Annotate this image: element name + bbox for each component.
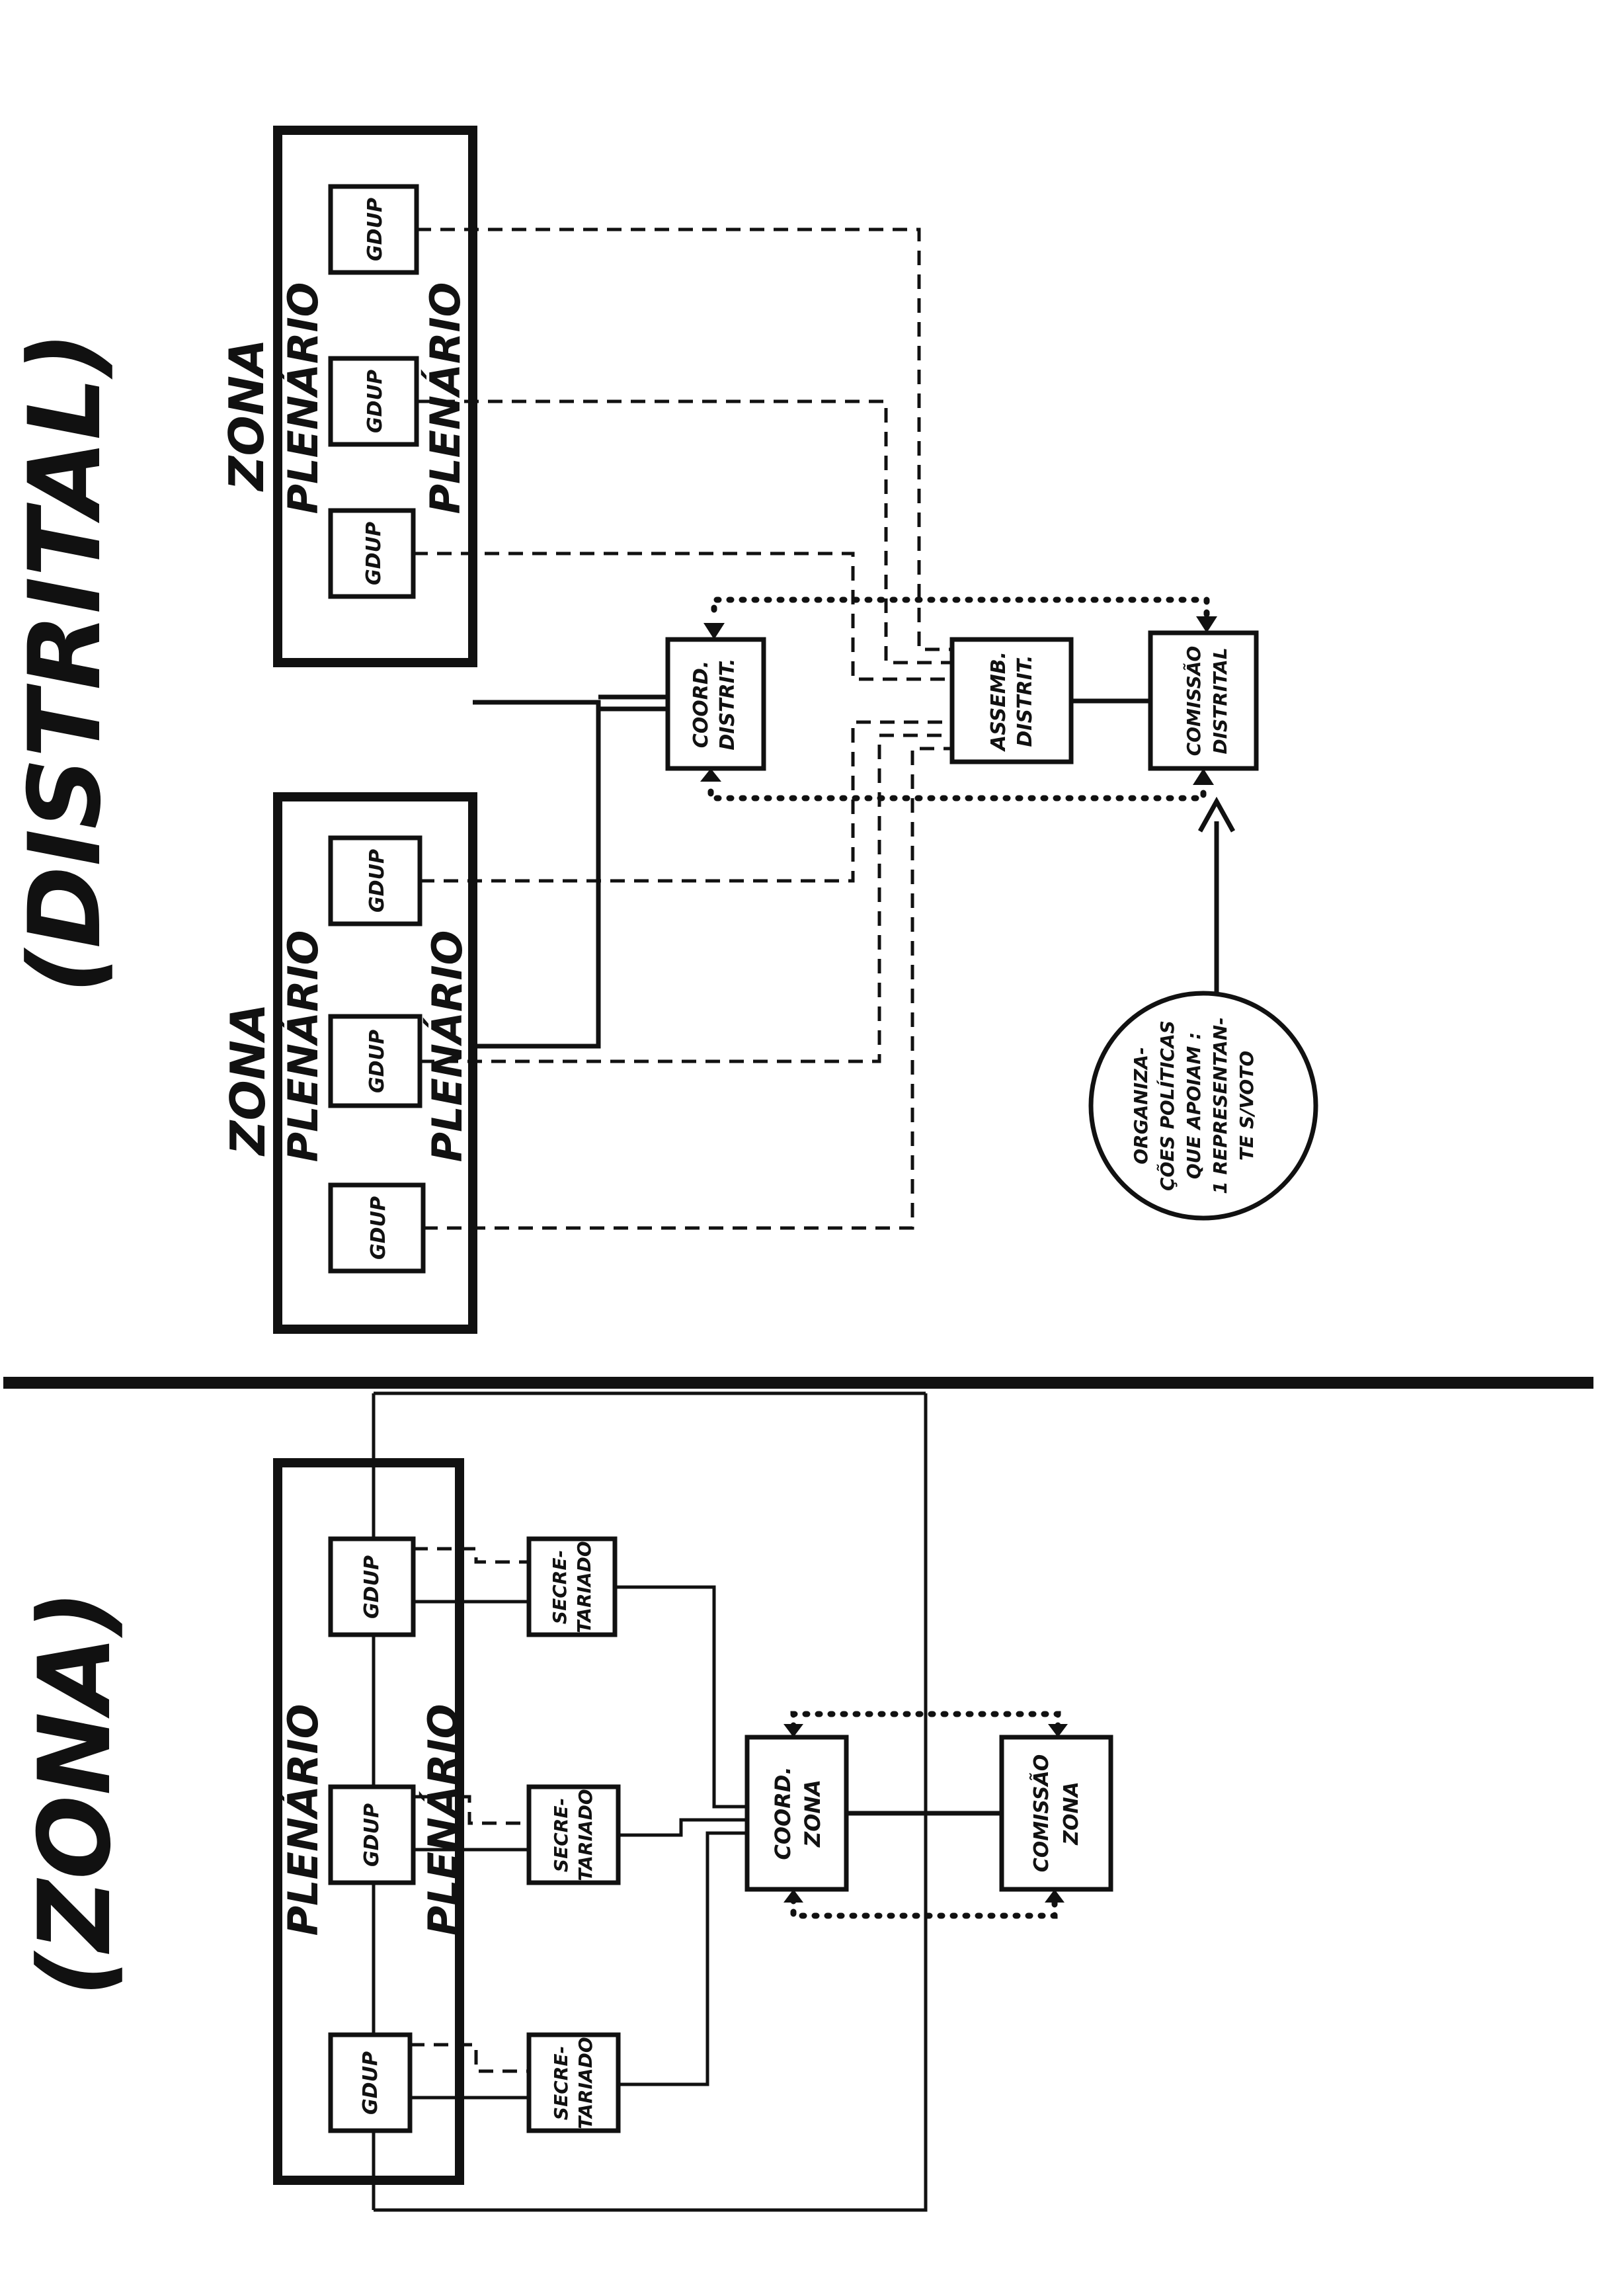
zona-secretariado-3	[526, 1536, 618, 1637]
comissao-zona-box	[999, 1735, 1113, 1892]
zona-b-plenario-label-top: PLENÁRIO	[279, 282, 327, 514]
zona-secretariado-2-line2: TARIADO	[575, 1789, 596, 1881]
dotted-link-right-arrows	[704, 616, 1217, 639]
assemb-distrit-line2: DISTRIT.	[1014, 655, 1037, 747]
rotated-sheet: (DISTRITAL) (ZONA) ZONA PLENÁRIO PLENÁRI…	[3, 126, 1593, 2212]
comissao-zona-line1: COMISSÃO	[1029, 1754, 1053, 1872]
coord-distrit-line1: COORD.	[690, 661, 713, 748]
zona-gdup-3-label: GDUP	[360, 1555, 383, 1619]
zona-a-label: ZONA	[220, 1003, 276, 1156]
zona-plenario-box	[273, 1458, 464, 2185]
zona-secretariado-3-line1: SECRE-	[549, 1550, 571, 1624]
zona-gdup-1-label: GDUP	[359, 2051, 382, 2115]
zona-secretariado-1-line2: TARIADO	[575, 2037, 596, 2129]
zona-dotted-left	[790, 1896, 1058, 1919]
dashed-link-b3	[417, 227, 952, 651]
plenarios-to-coord-line	[473, 700, 601, 1049]
dashed-link-b1	[413, 552, 952, 681]
zona-secretariado-2	[526, 1784, 621, 1885]
org-note-line-5: TE S/VOTO	[1236, 1051, 1258, 1161]
coord-distrit-line2: DISTRIT.	[716, 658, 739, 750]
zona-b-gdup-2-label: GDUP	[364, 370, 387, 433]
title-zona: (ZONA)	[18, 1590, 133, 1996]
zona-b-gdup-1-label: GDUP	[362, 522, 385, 585]
zona-b-plenario-box	[273, 126, 477, 667]
dashed-link-a3	[420, 720, 952, 883]
dashed-gdup-sec-2	[413, 1795, 529, 1825]
coord-zona-box	[744, 1735, 849, 1892]
sec3-to-coord	[615, 1585, 747, 1809]
zona-gdup-2-label: GDUP	[360, 1803, 383, 1867]
org-note-line-3: QUE APOIAM :	[1183, 1032, 1205, 1179]
dotted-link-right	[711, 596, 1210, 620]
zona-plenario-label-top: PLENÁRIO	[279, 1704, 327, 1936]
dashed-link-a2	[420, 733, 952, 1063]
org-note-line-2: ÇÕES POLÍTICAS	[1156, 1020, 1178, 1191]
gdup-to-secretariado-lines	[410, 1600, 529, 2100]
zona-gdup-2	[328, 1784, 416, 1885]
dashed-gdup-sec-1	[410, 2043, 529, 2073]
comissao-distrital-line2: DISTRITAL	[1209, 647, 1231, 754]
dashed-gdup-sec-3	[413, 1547, 529, 1564]
assemb-distrit-line1: ASSEMB.	[987, 651, 1010, 752]
zona-gdup-1	[328, 2032, 413, 2133]
sec1-to-coord	[618, 1831, 747, 2086]
org-note-line-4: 1 REPRESENTAN-	[1209, 1017, 1231, 1194]
distrital-section: ZONA PLENÁRIO PLENÁRIO GDUP GDUP GDUP ZO…	[219, 126, 1318, 1334]
zona-secretariado-3-line2: TARIADO	[573, 1541, 595, 1633]
zona-secretariado-1	[526, 2032, 621, 2133]
comissao-zona-line2: ZONA	[1060, 1782, 1083, 1846]
dotted-link-left	[707, 782, 1207, 801]
assemb-distrit-box	[949, 637, 1074, 764]
coord-zona-line1: COORD.	[770, 1766, 795, 1860]
zona-gdup-3	[328, 1536, 416, 1637]
zona-a-gdup-2-label: GDUP	[366, 1030, 389, 1093]
sec2-to-coord	[618, 1818, 747, 1837]
zona-a-plenario-label-bottom: PLENÁRIO	[423, 930, 471, 1163]
zona-plenario-label-bottom: PLENÁRIO	[419, 1704, 467, 1936]
org-politicas-circle	[1088, 991, 1318, 1221]
zona-a-gdup-3-label: GDUP	[366, 849, 389, 913]
coord-double-line	[598, 694, 668, 712]
zona-secretariado-2-line1: SECRE-	[550, 1798, 572, 1872]
distrital-zona-b: ZONA PLENÁRIO PLENÁRIO GDUP GDUP GDUP	[219, 126, 477, 667]
dotted-link-left-arrows	[700, 768, 1214, 785]
dashed-link-a1	[423, 747, 952, 1230]
zona-a-gdup-1-label: GDUP	[367, 1196, 390, 1260]
comissao-distrital-line1: COMISSÃO	[1182, 646, 1205, 757]
zona-section: PLENÁRIO PLENÁRIO GDUP GDUP GDUP SECRE- …	[273, 1391, 1113, 2212]
org-note-line-1: ORGANIZA-	[1130, 1047, 1152, 1164]
dashed-link-b2	[417, 399, 952, 665]
section-divider	[3, 1377, 1593, 1389]
title-distrital: (DISTRITAL)	[8, 331, 123, 993]
zona-secretariado-1-line1: SECRE-	[550, 2046, 572, 2120]
org-to-comissao-arrow-head	[1197, 796, 1236, 833]
zona-a-plenario-label-top: PLENÁRIO	[279, 930, 327, 1163]
zona-b-plenario-label-bottom: PLENÁRIO	[421, 282, 469, 514]
coord-zona-line2: ZONA	[800, 1780, 825, 1848]
zona-b-label: ZONA	[219, 339, 274, 491]
distrital-zona-a: ZONA PLENÁRIO PLENÁRIO GDUP GDUP GDUP	[220, 792, 477, 1334]
zona-b-gdup-3-label: GDUP	[364, 198, 387, 261]
coord-distrit-box	[665, 637, 766, 771]
